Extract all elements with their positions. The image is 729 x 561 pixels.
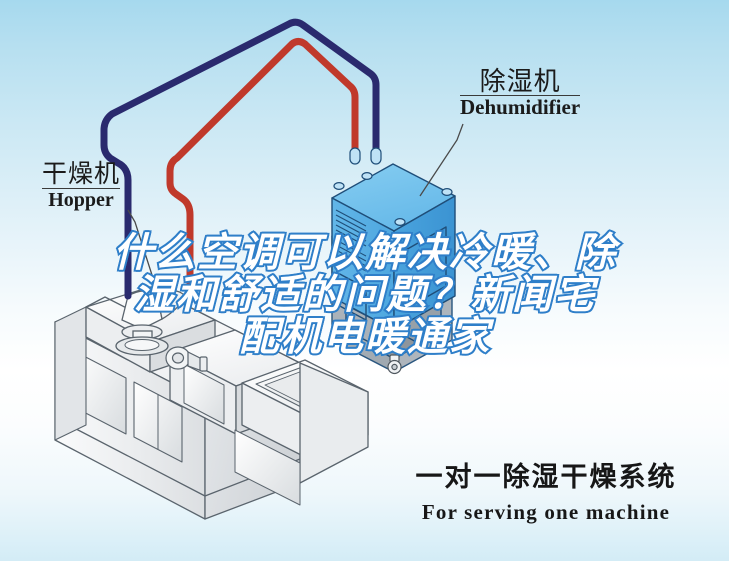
cabinet-rear-slab — [299, 362, 369, 484]
pipe-entry-group — [124, 246, 194, 304]
funnel-base-flange-inner — [124, 339, 160, 351]
hopper-label-rule — [42, 188, 121, 189]
dehumidifier-port-group — [333, 147, 453, 245]
dehumidifier-label-rule — [460, 95, 581, 96]
dehumidifier-door-seam — [335, 271, 367, 321]
dehumidifier-label-cn: 除湿机 — [479, 66, 561, 96]
cabinet-rear-slab-door — [234, 429, 301, 506]
dehumidifier-base-bottom — [367, 329, 421, 360]
port-collar-red — [349, 147, 361, 165]
dehumidifier-label-en: Dehumidifier — [460, 95, 581, 119]
port-collar-navy — [370, 147, 382, 165]
dry-air-pipe — [166, 38, 359, 256]
hopper-label-cn: 干燥机 — [42, 160, 121, 188]
port-cap-b — [333, 182, 345, 191]
blower-hub — [171, 352, 185, 364]
dehumidifier-vent-group — [335, 209, 367, 272]
dehumidifier-unit — [331, 147, 456, 375]
dehumidifier-leader-line — [419, 123, 464, 197]
return-air-pipe — [100, 18, 380, 254]
dehumidifier-label: 除湿机 Dehumidifier — [460, 66, 581, 119]
hopper-blower — [165, 346, 208, 372]
hopper-label-en: Hopper — [48, 189, 114, 211]
pipe-group — [100, 18, 380, 256]
port-cap-e — [384, 236, 396, 245]
dehumidifier-right-panel — [403, 226, 447, 311]
hopper-funnel — [115, 290, 187, 356]
blower-flange — [199, 356, 208, 372]
system-caption: 一对一除湿干燥系统 For serving one machine — [386, 455, 706, 525]
hopper-dryer-unit — [54, 286, 369, 520]
dehumidifier-caster — [387, 354, 402, 375]
hopper-label: 干燥机 Hopper — [42, 160, 121, 211]
aux-box-panel — [183, 363, 225, 425]
port-cap-d — [394, 218, 406, 227]
cabinet-left-end — [54, 306, 87, 441]
caption-cn: 一对一除湿干燥系统 — [415, 462, 677, 492]
port-cap-a — [361, 172, 373, 181]
hopper-leader-line — [127, 209, 161, 301]
port-cap-c — [441, 188, 453, 197]
caption-en: For serving one machine — [421, 500, 671, 524]
funnel-flare — [156, 290, 187, 321]
dehumidifier-right-face — [393, 195, 456, 331]
